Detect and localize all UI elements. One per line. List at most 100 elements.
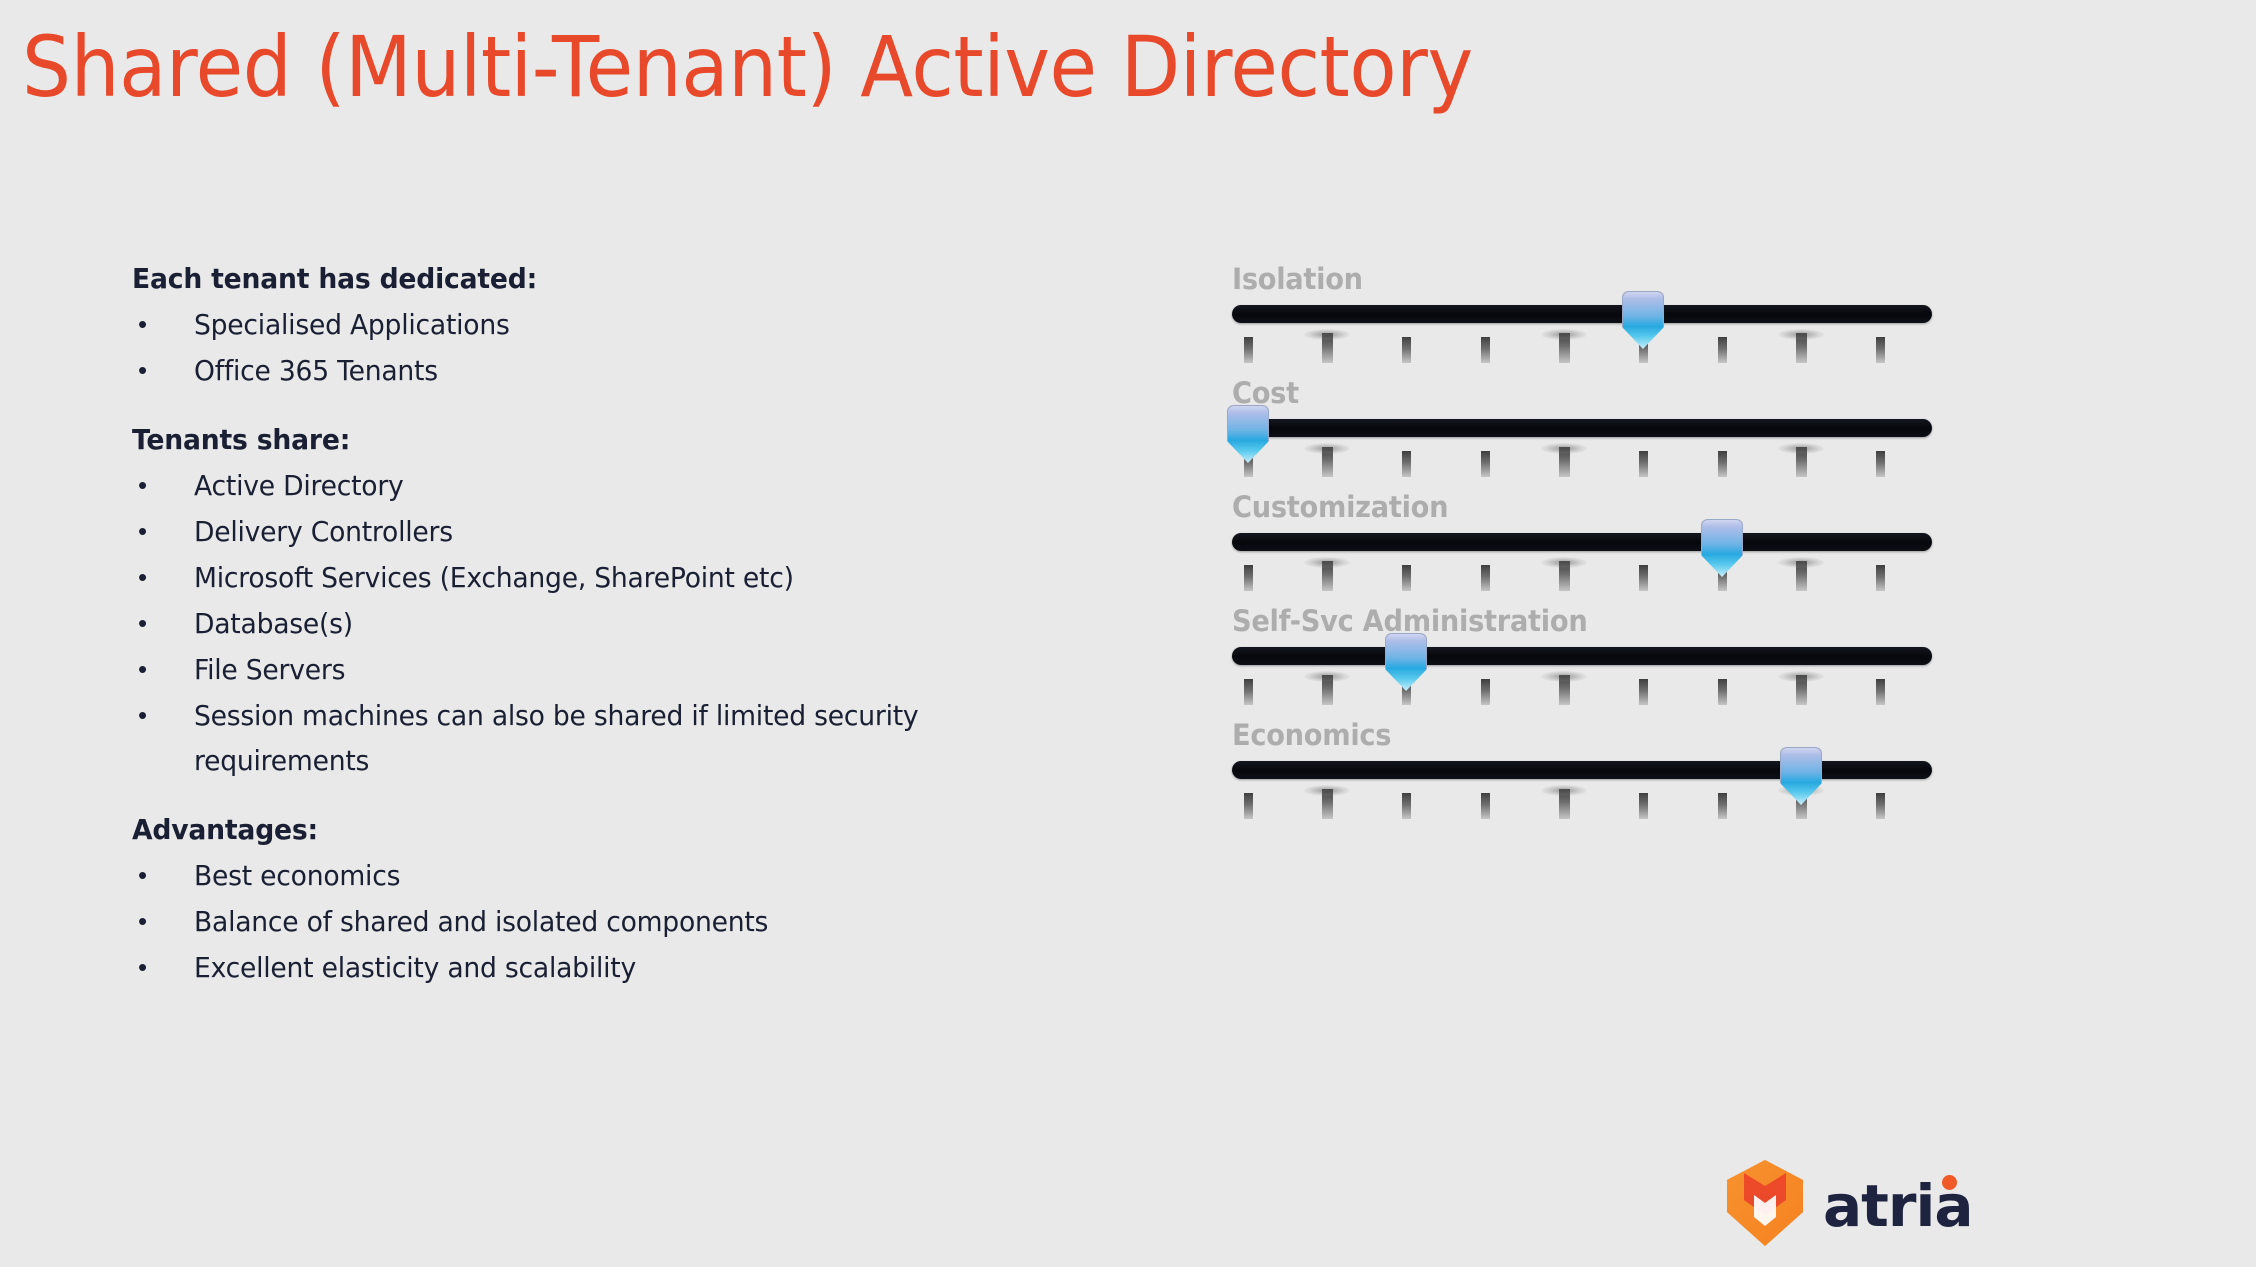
slider-tick (1875, 337, 1885, 363)
slider-body[interactable] (1232, 291, 1932, 367)
list-item-label: Microsoft Services (Exchange, SharePoint… (194, 561, 794, 594)
slider-tick (1304, 329, 1350, 363)
slider-tick (1875, 451, 1885, 477)
slider-tick (1243, 793, 1253, 819)
slider-tick (1875, 565, 1885, 591)
slider-label: Customization (1232, 490, 1449, 524)
slider-tick (1778, 557, 1824, 591)
slider-tick (1243, 565, 1253, 591)
slider-tick (1717, 565, 1727, 591)
slider-tick (1401, 451, 1411, 477)
list-item: • Balance of shared and isolated componen… (132, 899, 1052, 944)
slider-economics[interactable]: Economics (1232, 718, 1932, 832)
slider-track[interactable] (1232, 419, 1932, 437)
slider-tick (1638, 793, 1648, 819)
bullet-list: •Active Directory•Delivery Controllers•M… (132, 463, 1052, 783)
slider-body[interactable] (1227, 405, 1932, 481)
slider-label: Economics (1232, 718, 1392, 752)
list-item: • Specialised Applications (132, 302, 1052, 347)
list-item-label: File Servers (194, 653, 346, 686)
slider-track[interactable] (1232, 533, 1932, 551)
slider-tick (1243, 337, 1253, 363)
slider-tick (1541, 785, 1587, 819)
bullet-dot-icon: • (138, 654, 148, 684)
slider-label: Cost (1232, 376, 1299, 410)
atria-shield-mark-icon (1727, 1160, 1803, 1246)
list-item: • Excellent elasticity and scalability (132, 945, 1052, 990)
slider-tick (1717, 451, 1727, 477)
slider-tick (1480, 679, 1490, 705)
list-item-label: Best economics (194, 859, 401, 892)
bullet-dot-icon: • (138, 700, 148, 730)
slider-track[interactable] (1232, 305, 1932, 323)
atria-dot-accent (1941, 1175, 1957, 1190)
bullet-list: • Specialised Applications • Office 365 Ten… (132, 302, 1052, 393)
slider-tick (1778, 329, 1824, 363)
slider-tick (1541, 329, 1587, 363)
slider-tick (1778, 443, 1824, 477)
slider-tick (1304, 785, 1350, 819)
content-block: Advantages:•Best economics•Balance of sh… (132, 813, 1052, 990)
slider-tick (1480, 793, 1490, 819)
slider-track[interactable] (1232, 647, 1932, 665)
list-item-label: Office 365 Tenants (194, 354, 438, 387)
slider-tick (1480, 565, 1490, 591)
bullet-dot-icon: • (138, 608, 148, 638)
slider-tick (1717, 337, 1727, 363)
bullet-dot-icon: • (138, 309, 148, 339)
slider-cost[interactable]: Cost (1227, 376, 1932, 490)
block-heading: Each tenant has dedicated: (132, 262, 538, 295)
slider-body[interactable] (1232, 747, 1932, 823)
slider-tick (1401, 679, 1411, 705)
slider-track[interactable] (1232, 761, 1932, 779)
slider-tick-row (1232, 443, 1932, 479)
page-title: Shared (Multi-Tenant) Active Directory (22, 18, 1473, 116)
slider-tick (1638, 565, 1648, 591)
slider-isolation[interactable]: Isolation (1232, 262, 1932, 376)
slider-body[interactable] (1232, 519, 1932, 595)
slider-tick (1717, 793, 1727, 819)
list-item: • Delivery Controllers (132, 509, 1052, 554)
slider-tick-row (1232, 329, 1932, 365)
list-item-label: Specialised Applications (194, 308, 510, 341)
atria-wordmark: atria (1823, 1175, 1973, 1235)
slider-tick-row (1232, 671, 1932, 707)
bullet-dot-icon: • (138, 355, 148, 385)
bullet-dot-icon: • (138, 952, 148, 982)
list-item-label: Delivery Controllers (194, 515, 453, 548)
list-item: •Active Directory (132, 463, 1052, 508)
slider-tick (1541, 443, 1587, 477)
slider-tick (1401, 565, 1411, 591)
slider-tick (1401, 793, 1411, 819)
slider-label: Isolation (1232, 262, 1363, 296)
content-block: Tenants share:•Active Directory•Delivery… (132, 423, 1052, 783)
bullet-dot-icon: • (138, 516, 148, 546)
slider-tick (1717, 679, 1727, 705)
slider-tick (1875, 793, 1885, 819)
slider-tick (1638, 679, 1648, 705)
slider-label: Self-Svc Administration (1232, 604, 1588, 638)
list-item-label: Database(s) (194, 607, 353, 640)
list-item: • Office 365 Tenants (132, 348, 1052, 393)
block-heading: Tenants share: (132, 423, 351, 456)
list-item-label: Balance of shared and isolated component… (194, 905, 769, 938)
slider-tick (1778, 671, 1824, 705)
slider-self-svc-administration[interactable]: Self-Svc Administration (1232, 604, 1932, 718)
slider-tick (1638, 451, 1648, 477)
slider-tick (1304, 671, 1350, 705)
slider-body[interactable] (1232, 633, 1932, 709)
slider-tick (1480, 451, 1490, 477)
list-item: •Best economics (132, 853, 1052, 898)
bullet-dot-icon: • (138, 906, 148, 936)
content-column: Each tenant has dedicated: • Specialised A… (132, 262, 1052, 991)
slider-customization[interactable]: Customization (1232, 490, 1932, 604)
slider-tick (1480, 337, 1490, 363)
bullet-dot-icon: • (138, 470, 148, 500)
list-item: • Database(s) (132, 601, 1052, 646)
list-item: • File Servers (132, 647, 1052, 692)
content-block: Each tenant has dedicated: • Specialised A… (132, 262, 1052, 393)
list-item-label: Excellent elasticity and scalability (194, 951, 636, 984)
slider-tick (1304, 443, 1350, 477)
block-heading: Advantages: (132, 813, 318, 846)
